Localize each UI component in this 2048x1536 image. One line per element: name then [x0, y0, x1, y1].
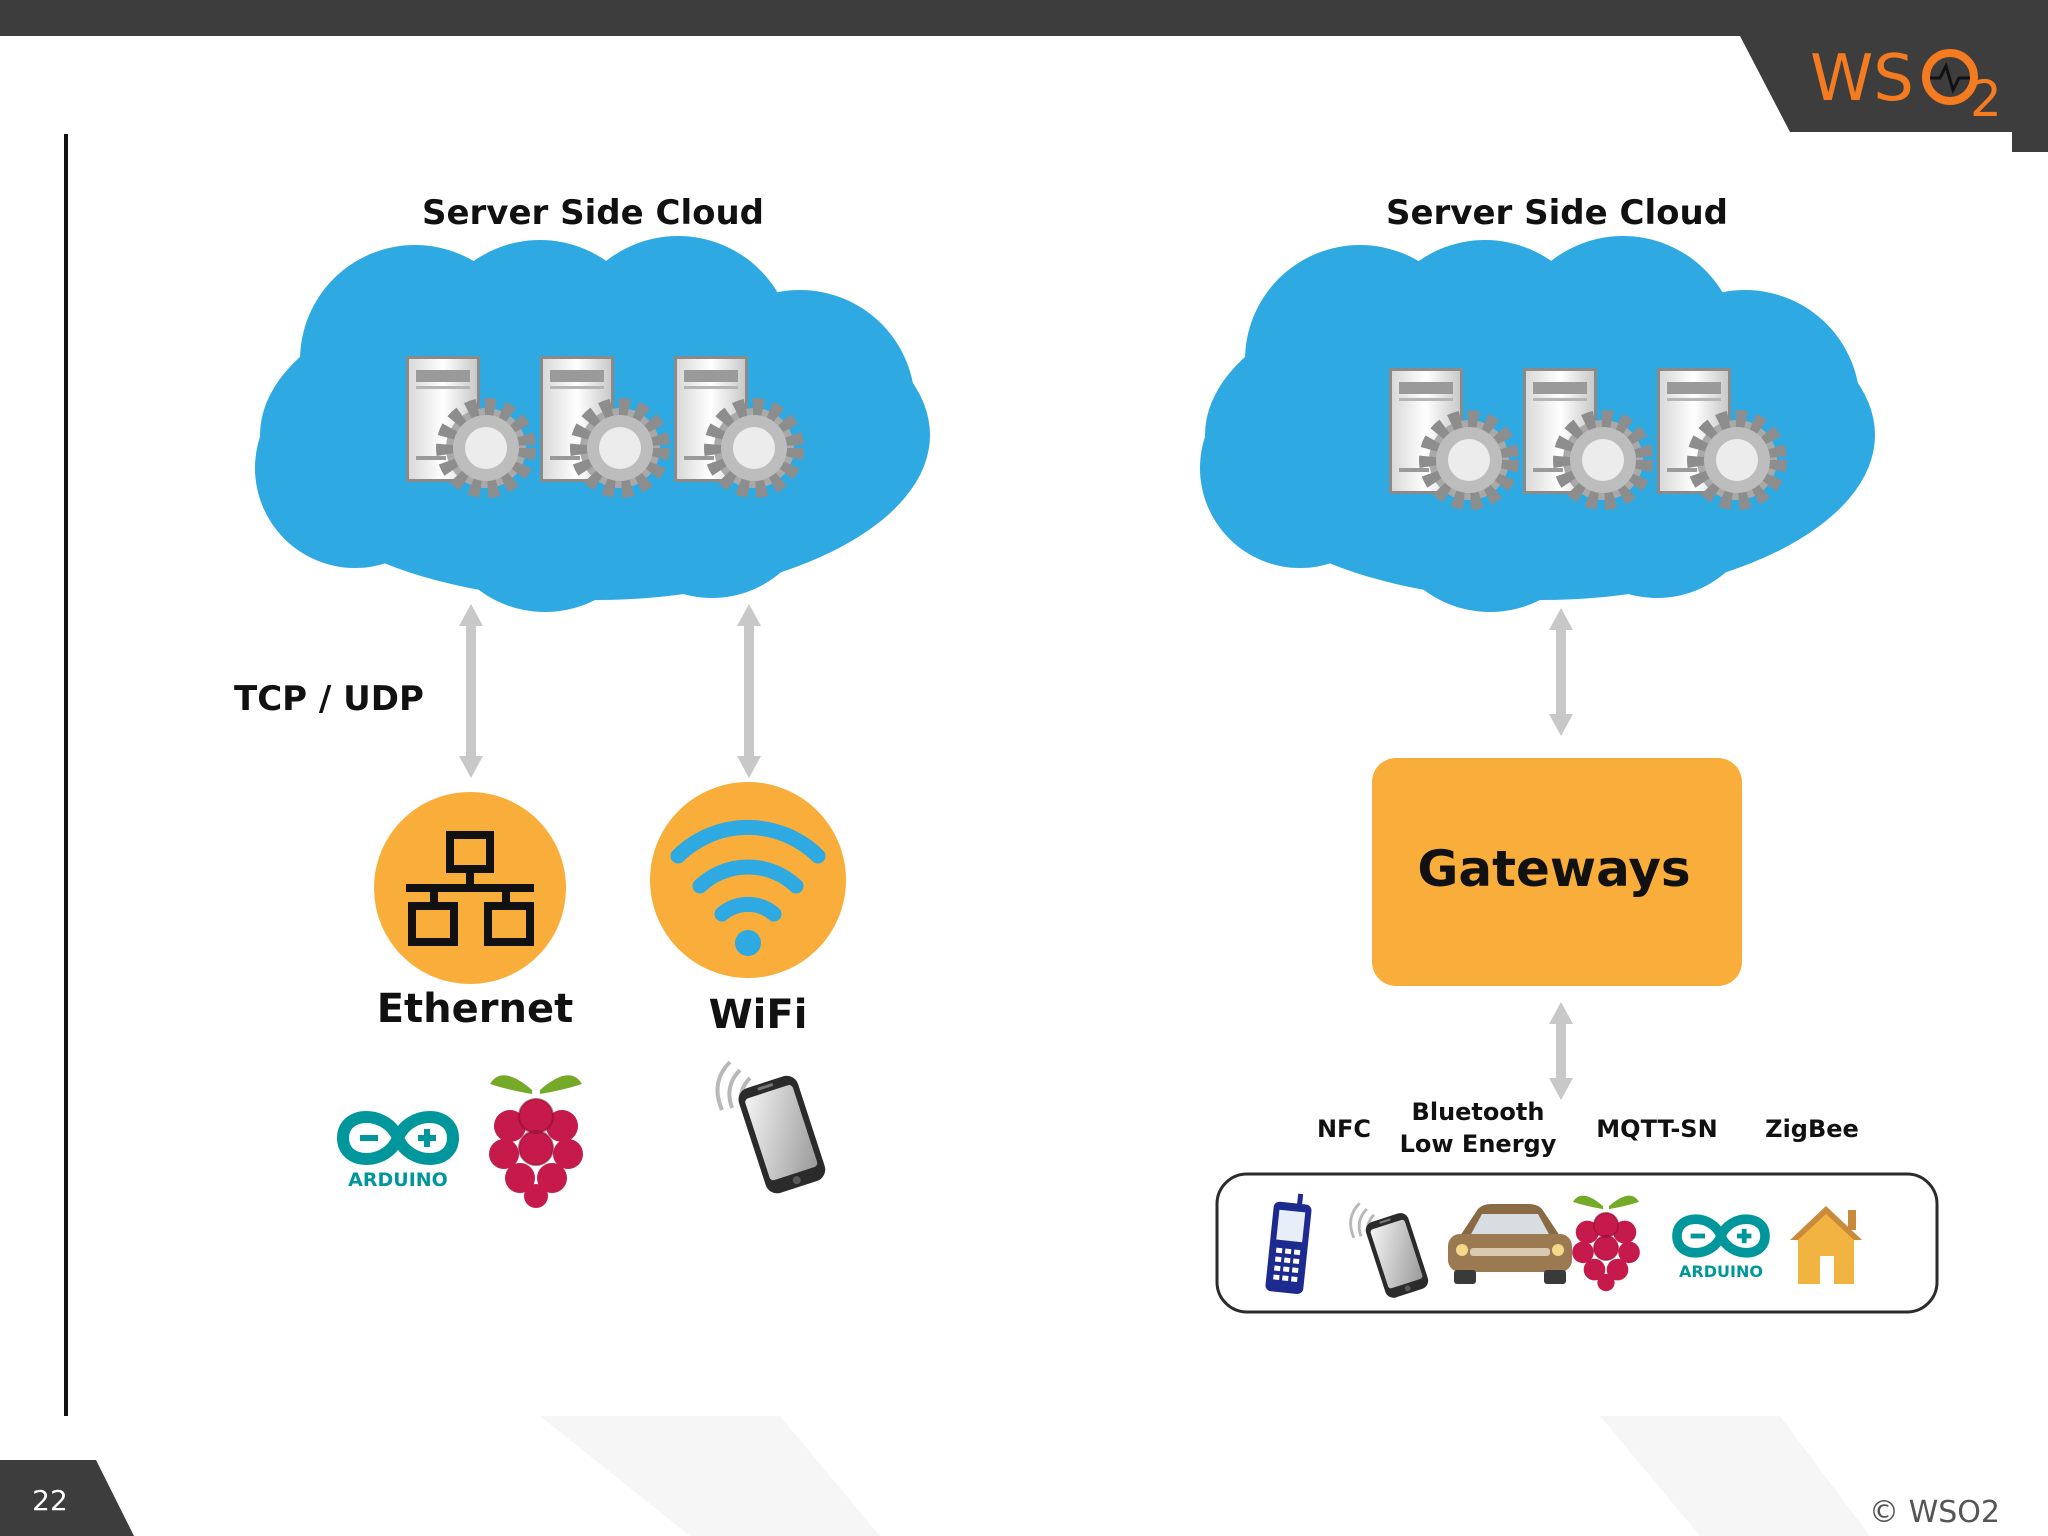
left-cloud-title: Server Side Cloud [422, 193, 764, 233]
top-bar [0, 0, 2048, 36]
page-number: 22 [32, 1484, 68, 1517]
arduino-logo: ARDUINO [1677, 1219, 1765, 1281]
gateway-label: Gateways [1417, 840, 1690, 898]
wso2-o-icon [1922, 49, 1978, 105]
footer-decoration [1600, 1416, 1870, 1536]
right-arrow-gateway-devices [1549, 1002, 1573, 1100]
gateway-box [1372, 758, 1742, 986]
footer-decoration [540, 1416, 880, 1536]
left-server-group [406, 356, 794, 488]
smartphone-wireless-icon [715, 1060, 831, 1199]
ethernet-label: Ethernet [377, 986, 574, 1032]
copyright: © WSO2 [1869, 1495, 2000, 1530]
house-icon [1790, 1206, 1862, 1284]
wifi-dot [735, 930, 761, 956]
protocol-label: TCP / UDP [234, 679, 424, 719]
right-arrow-cloud-gateway [1549, 608, 1573, 736]
wifi-label: WiFi [709, 992, 808, 1038]
left-arrow-wifi [737, 604, 761, 778]
protocol-mqtt: MQTT-SN [1596, 1115, 1717, 1143]
raspberry-pi-icon [488, 1074, 584, 1209]
protocol-zigbee: ZigBee [1765, 1115, 1859, 1143]
svg-text:WS: WS [1810, 42, 1914, 116]
protocol-nfc: NFC [1317, 1115, 1371, 1143]
arduino-logo: ARDUINO [343, 1117, 453, 1191]
left-arrow-ethernet [459, 604, 483, 778]
feature-phone-icon [1265, 1193, 1312, 1295]
svg-text:ARDUINO: ARDUINO [1679, 1262, 1763, 1281]
right-server-group [1389, 368, 1777, 500]
ethernet-icon [406, 831, 534, 946]
protocol-ble-line2: Low Energy [1400, 1130, 1557, 1158]
right-cloud-title: Server Side Cloud [1386, 193, 1728, 233]
wifi-circle [650, 782, 846, 978]
page-number-tab [0, 1460, 134, 1536]
wso2-logo: WS 2 [1810, 42, 2002, 128]
car-icon [1448, 1204, 1572, 1284]
wifi-icon [670, 819, 826, 922]
arduino-icon [343, 1117, 453, 1159]
svg-text:ARDUINO: ARDUINO [348, 1169, 448, 1191]
protocol-ble-line1: Bluetooth [1412, 1098, 1545, 1126]
svg-text:2: 2 [1970, 70, 2002, 128]
